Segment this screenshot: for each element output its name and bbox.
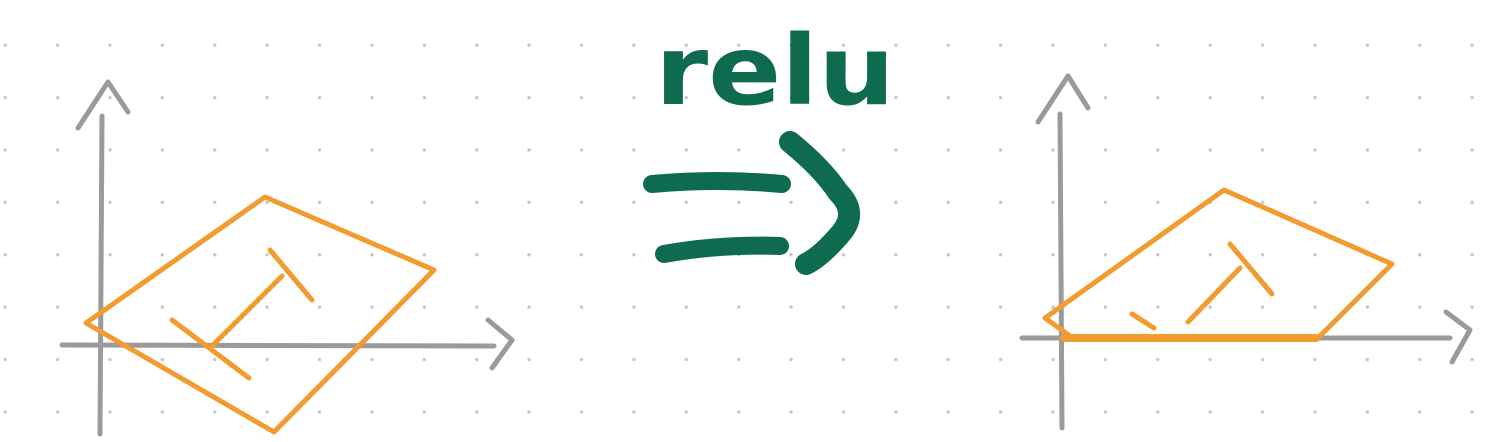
left-region xyxy=(83,194,437,435)
right-region-outline xyxy=(1042,187,1395,341)
left-x-axis xyxy=(59,342,497,349)
right-axes xyxy=(1019,73,1473,431)
implies-arrow-icon xyxy=(643,131,860,275)
left-y-axis xyxy=(97,113,105,437)
right-inner-diagonal xyxy=(1185,265,1243,325)
left-inner-diagonal xyxy=(209,273,285,349)
right-plot xyxy=(1019,73,1473,431)
right-y-axis xyxy=(1057,111,1065,431)
right-region xyxy=(1042,187,1395,342)
left-inner-tick-lower xyxy=(169,317,252,381)
right-y-arrowhead xyxy=(1035,73,1091,125)
transform-annotation: relu xyxy=(643,15,895,275)
left-quadrilateral xyxy=(83,194,437,435)
transform-label: relu xyxy=(655,15,895,127)
left-inner-tick-upper xyxy=(267,247,315,303)
right-inner-tick-upper xyxy=(1227,241,1275,297)
right-x-arrowhead xyxy=(1443,309,1473,365)
left-plot xyxy=(59,79,515,437)
left-y-arrowhead xyxy=(75,79,131,131)
left-axes xyxy=(59,79,515,437)
right-inner-tick-lower xyxy=(1129,311,1157,331)
left-x-arrowhead xyxy=(485,317,515,371)
